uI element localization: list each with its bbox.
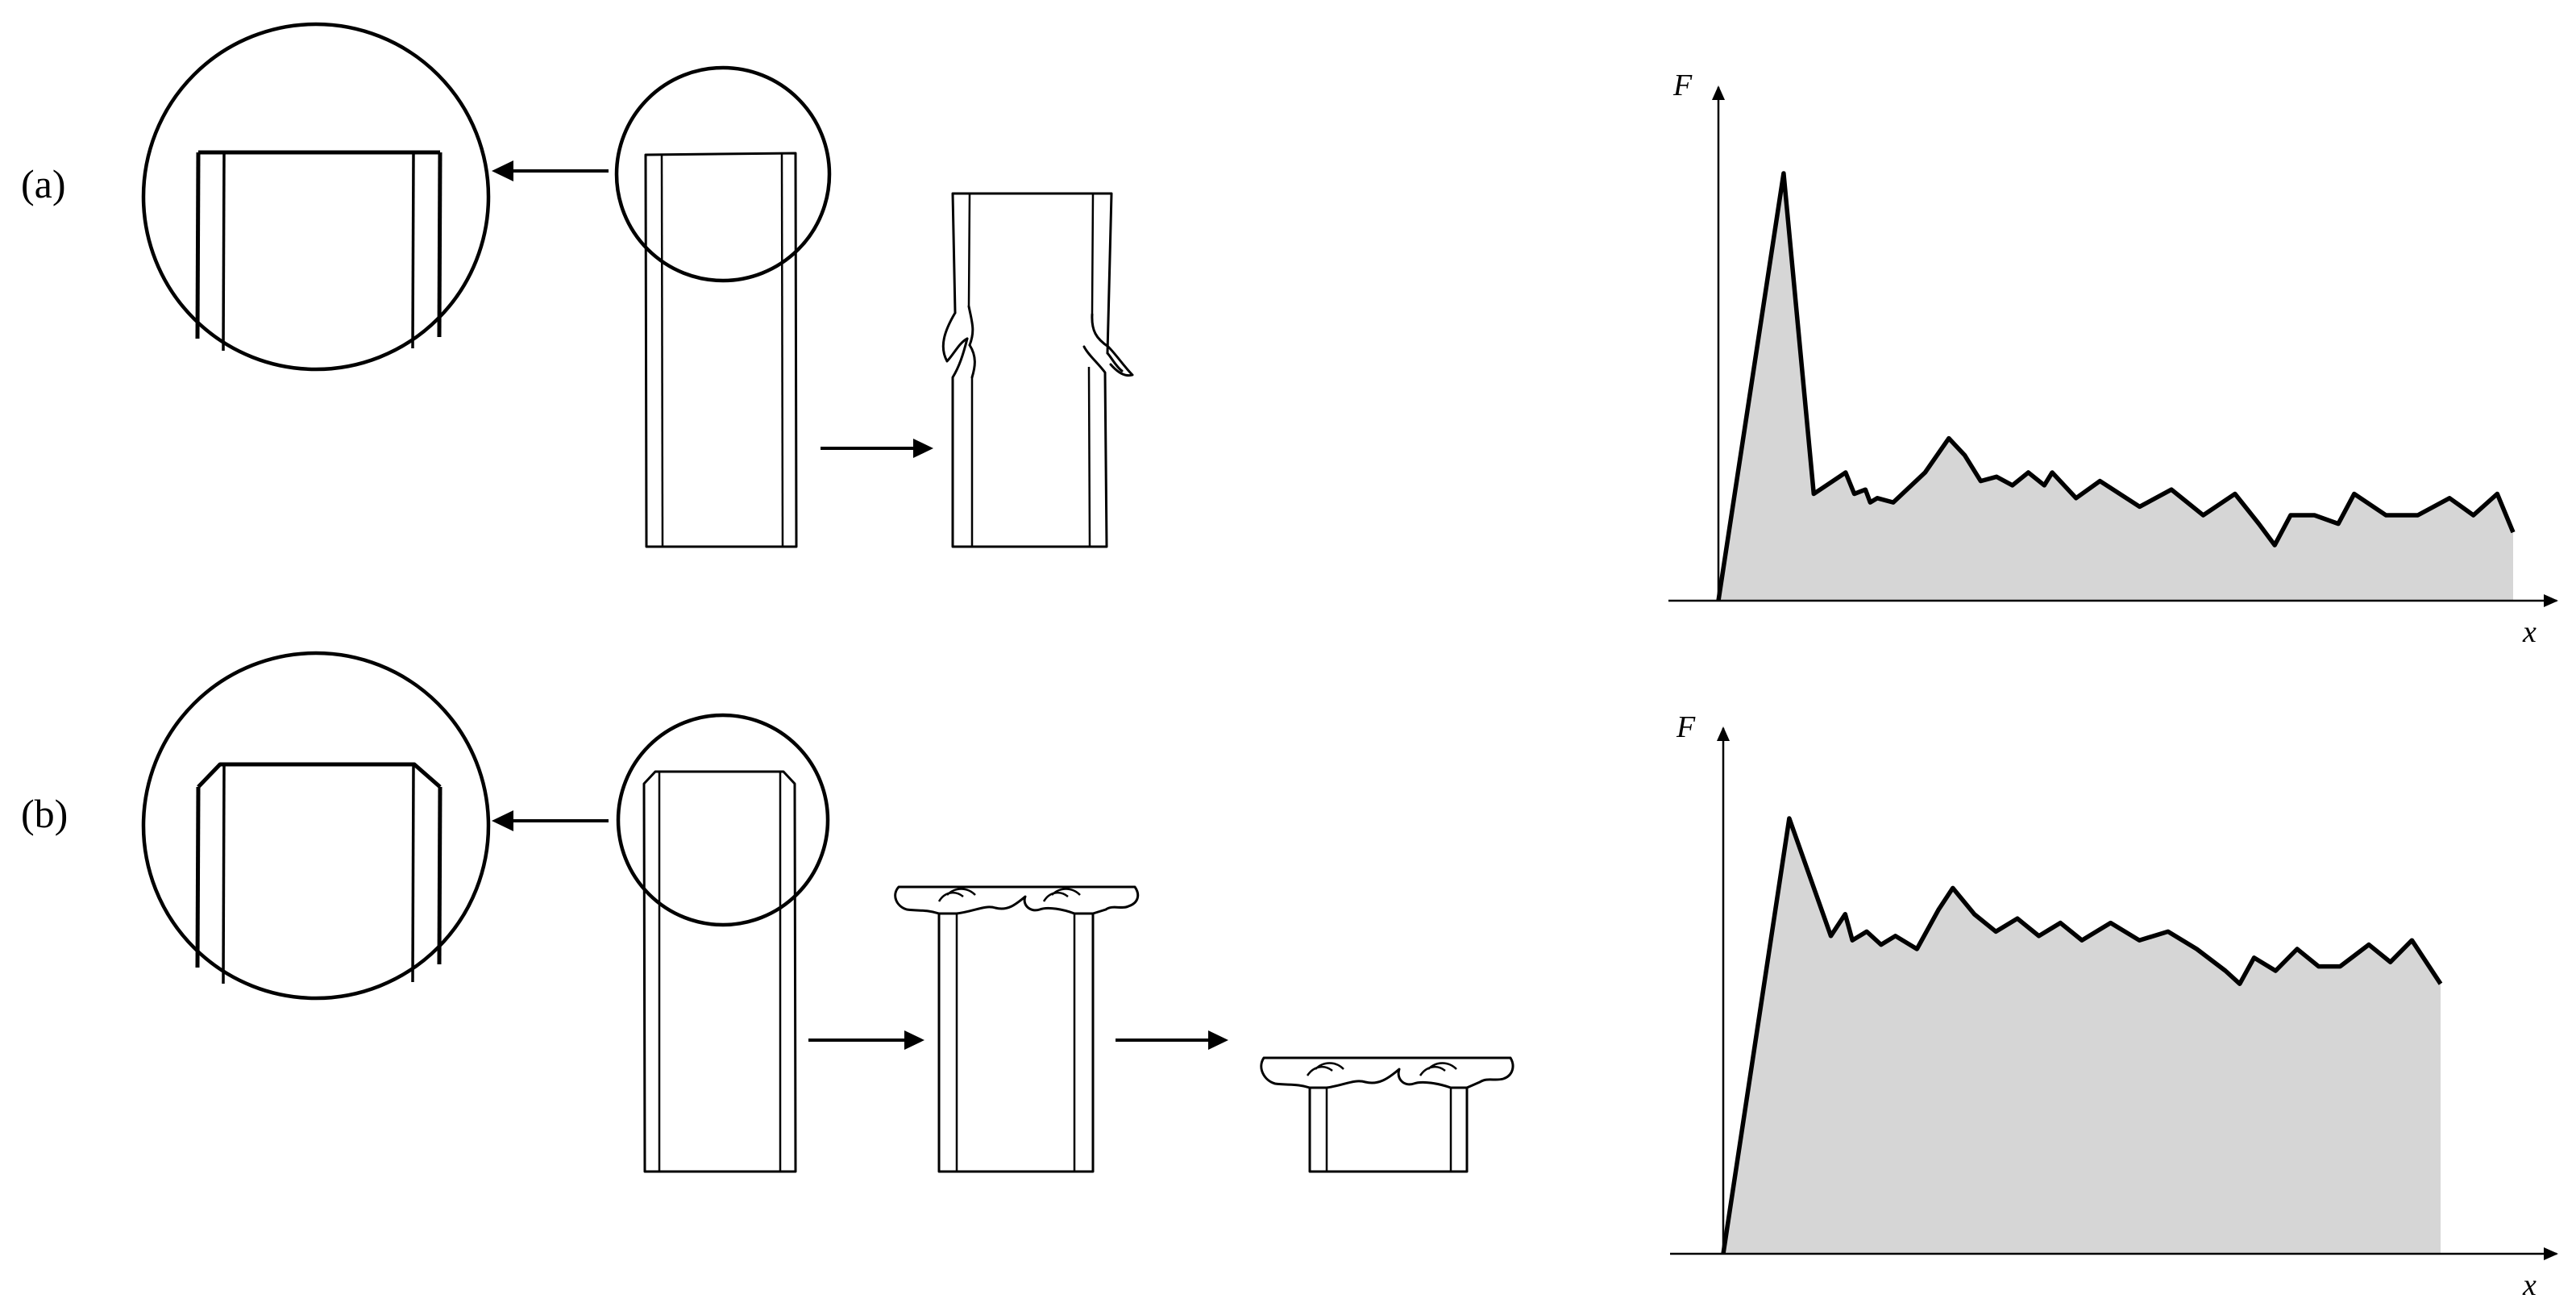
force-displacement-chart-a: F x bbox=[1668, 69, 2558, 649]
chart-b-energy-area bbox=[1723, 818, 2441, 1254]
chart-b-x-label: x bbox=[2522, 1268, 2537, 1302]
chart-a-y-label: F bbox=[1672, 69, 1693, 102]
zoom-circle-a bbox=[141, 22, 491, 372]
panel-a: (a) bbox=[21, 22, 1134, 548]
intact-tube-b bbox=[616, 713, 830, 1173]
process-arrowhead-b2 bbox=[1208, 1030, 1228, 1050]
zoom-arrowhead-a bbox=[492, 160, 513, 181]
zoom-circle-b bbox=[141, 651, 491, 1001]
process-arrowhead-a bbox=[913, 439, 933, 458]
crushed-tube-b bbox=[1260, 1056, 1514, 1173]
panel-b: (b) bbox=[21, 651, 1514, 1173]
force-displacement-chart-b: F x bbox=[1670, 710, 2558, 1302]
chart-b-y-label: F bbox=[1676, 710, 1696, 744]
zoom-arrowhead-b bbox=[492, 810, 513, 831]
process-arrowhead-b1 bbox=[904, 1030, 924, 1050]
chart-b-force-curve bbox=[1721, 816, 2443, 1255]
panel-label-b: (b) bbox=[21, 791, 68, 836]
chart-a-energy-area bbox=[1718, 173, 2513, 601]
intact-tube-a bbox=[614, 65, 832, 548]
chart-a-x-label: x bbox=[2522, 615, 2537, 649]
fractured-tube-a bbox=[941, 192, 1134, 548]
folding-tube-b bbox=[894, 885, 1140, 1173]
panel-label-a: (a) bbox=[21, 161, 66, 206]
chart-a-force-curve bbox=[1716, 171, 2516, 601]
